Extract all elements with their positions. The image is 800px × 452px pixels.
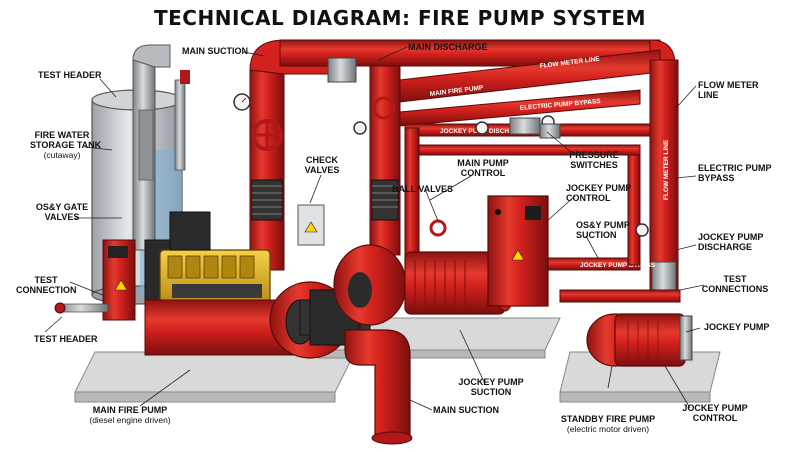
- flow-meter-line: FLOW METER LINE FLOW METER LINE: [399, 49, 679, 291]
- label-electric-pump-bypass-line1: ELECTRIC PUMP: [698, 163, 772, 173]
- label-jockey-pump: JOCKEY PUMP: [704, 322, 770, 332]
- label-jockey-pump-discharge-line2: DISCHARGE: [698, 242, 753, 252]
- label-pressure-switches-line1: PRESSURE: [569, 150, 619, 160]
- label-test-header-top: TEST HEADER: [38, 70, 102, 80]
- label-jockey-pump-discharge-line1: JOCKEY PUMP: [698, 232, 764, 242]
- label-standby-fire-pump-line1: STANDBY FIRE PUMP: [560, 414, 656, 424]
- bypass-pipes: ELECTRIC PUMP BYPASS MAIN FIRE PUMP JOCK…: [399, 84, 681, 303]
- label-osy-pump-suction: OS&Y PUMP SUCTION: [576, 220, 630, 240]
- osy-gate-valve: [180, 70, 447, 237]
- label-main-suction-bottom: MAIN SUCTION: [433, 405, 499, 415]
- label-jockey-pump-suction-line2: SUCTION: [470, 387, 512, 397]
- label-jockey-pump-suction: JOCKEY PUMP SUCTION: [456, 377, 526, 397]
- label-main-discharge: MAIN DISCHARGE: [408, 42, 488, 52]
- label-osy-gate-valves: OS&Y GATE VALVES: [34, 202, 90, 222]
- label-main-pump-control: MAIN PUMP CONTROL: [450, 158, 516, 178]
- label-jockey-pump-discharge: JOCKEY PUMP DISCHARGE: [698, 232, 763, 252]
- label-test-connection: TEST CONNECTION: [16, 275, 77, 295]
- label-check-valves-line2: VALVES: [304, 165, 340, 175]
- label-flow-meter-line1: FLOW METER: [698, 80, 759, 90]
- label-check-valves: CHECK VALVES: [300, 155, 344, 175]
- label-main-suction-top: MAIN SUCTION: [182, 46, 248, 56]
- label-standby-fire-pump-sub: (electric motor driven): [566, 424, 650, 434]
- label-main-pump-control-line1: MAIN PUMP: [457, 158, 509, 168]
- label-main-pump-control-line2: CONTROL: [460, 168, 506, 178]
- label-main-fire-pump-line1: MAIN FIRE PUMP: [92, 405, 168, 415]
- label-electric-pump-bypass-line2: BYPASS: [698, 173, 735, 183]
- leader-lines: [44, 46, 705, 411]
- label-ball-valves: BALL VALVES: [392, 184, 454, 194]
- label-jockey-pump-control-top-line2: CONTROL: [566, 193, 611, 203]
- jockey-pump-control-panel: [487, 195, 549, 307]
- label-fire-water-sub: (cutaway): [43, 150, 81, 160]
- label-fire-water-storage-tank: FIRE WATER STORAGE TANK (cutaway): [30, 130, 101, 160]
- label-test-connection-line2: CONNECTION: [16, 285, 77, 295]
- diagram-title: TECHNICAL DIAGRAM: FIRE PUMP SYSTEM: [154, 6, 646, 30]
- label-test-connections-line1: TEST: [723, 274, 747, 284]
- label-test-header-bottom: TEST HEADER: [34, 334, 98, 344]
- label-jockey-pump-control-bottom-line1: JOCKEY PUMP: [682, 403, 748, 413]
- label-jockey-pump-control-top-line1: JOCKEY PUMP: [566, 183, 632, 193]
- label-jockey-pump-control-bottom-line2: CONTROL: [692, 413, 738, 423]
- test-header-pipes: [54, 302, 109, 314]
- jockey-pump-unit: [586, 313, 693, 367]
- label-fire-water-line2: STORAGE TANK: [30, 140, 102, 150]
- label-jockey-pump-control-bottom: JOCKEY PUMP CONTROL: [680, 403, 750, 423]
- label-jockey-pump-suction-line1: JOCKEY PUMP: [458, 377, 524, 387]
- label-fire-water-line1: FIRE WATER: [34, 130, 90, 140]
- label-main-fire-pump-sub: (diesel engine driven): [89, 415, 171, 425]
- label-flow-meter-line2: LINE: [698, 90, 719, 100]
- label-jockey-pump-control-top: JOCKEY PUMP CONTROL: [566, 183, 631, 203]
- label-test-connection-line1: TEST: [34, 275, 58, 285]
- label-pressure-switches: PRESSURE SWITCHES: [566, 150, 622, 170]
- label-test-connections-line2: CONNECTIONS: [701, 284, 769, 294]
- label-electric-pump-bypass: ELECTRIC PUMP BYPASS: [698, 163, 772, 183]
- label-osy-pump-suction-line2: SUCTION: [576, 230, 617, 240]
- pressure-gauges: [233, 93, 649, 237]
- label-standby-fire-pump: STANDBY FIRE PUMP (electric motor driven…: [548, 414, 668, 434]
- label-osy-gate-line1: OS&Y GATE: [35, 202, 89, 212]
- label-osy-pump-suction-line1: OS&Y PUMP: [576, 220, 630, 230]
- label-flow-meter-line: FLOW METER LINE: [698, 80, 759, 100]
- label-osy-gate-line2: VALVES: [44, 212, 80, 222]
- label-check-valves-line1: CHECK: [305, 155, 338, 165]
- pipe-text-jockey-pump-bypass: JOCKEY PUMP BYPASS: [580, 262, 656, 269]
- pipe-text-flow-meter-vertical: FLOW METER LINE: [663, 139, 670, 200]
- label-test-connections: TEST CONNECTIONS: [700, 274, 770, 294]
- label-pressure-switches-line2: SWITCHES: [570, 160, 618, 170]
- label-main-fire-pump: MAIN FIRE PUMP (diesel engine driven): [70, 405, 190, 425]
